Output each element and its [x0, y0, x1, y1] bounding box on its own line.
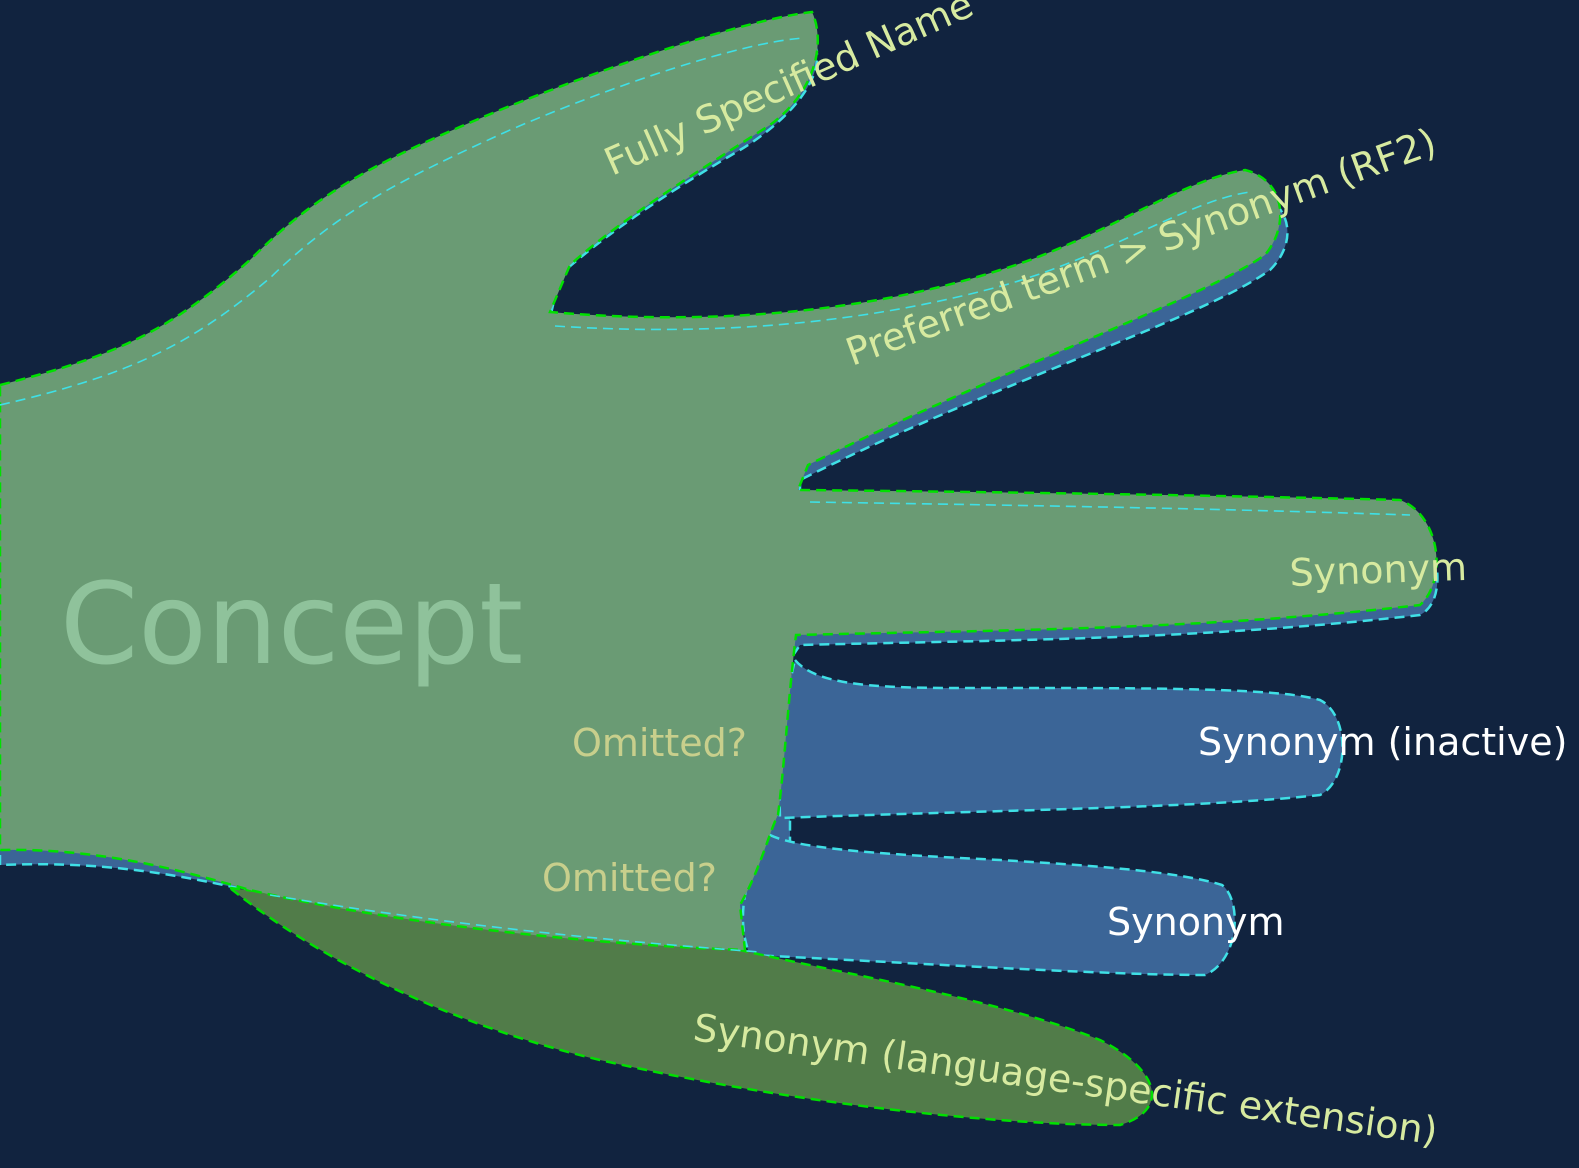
green-hand-shape: [0, 10, 1438, 952]
synonym-inactive-label: Synonym (inactive): [1198, 720, 1567, 764]
guide-middle: [809, 501, 1411, 516]
preferred-term-label: Preferred term > Synonym (RF2): [840, 120, 1442, 375]
guide-bottom: [269, 894, 761, 953]
synonym-middle-label: Synonym: [1289, 545, 1468, 595]
guide-index: [554, 191, 1251, 331]
finger-inactive-shape: [778, 657, 1344, 820]
omitted-label-upper: Omitted?: [572, 721, 747, 765]
omitted-label-lower: Omitted?: [542, 856, 717, 900]
synonym-lower-label: Synonym: [1107, 900, 1285, 944]
guide-top: [0, 37, 806, 406]
inner-guide-lines: [0, 37, 1411, 953]
concept-label: Concept: [60, 560, 523, 690]
